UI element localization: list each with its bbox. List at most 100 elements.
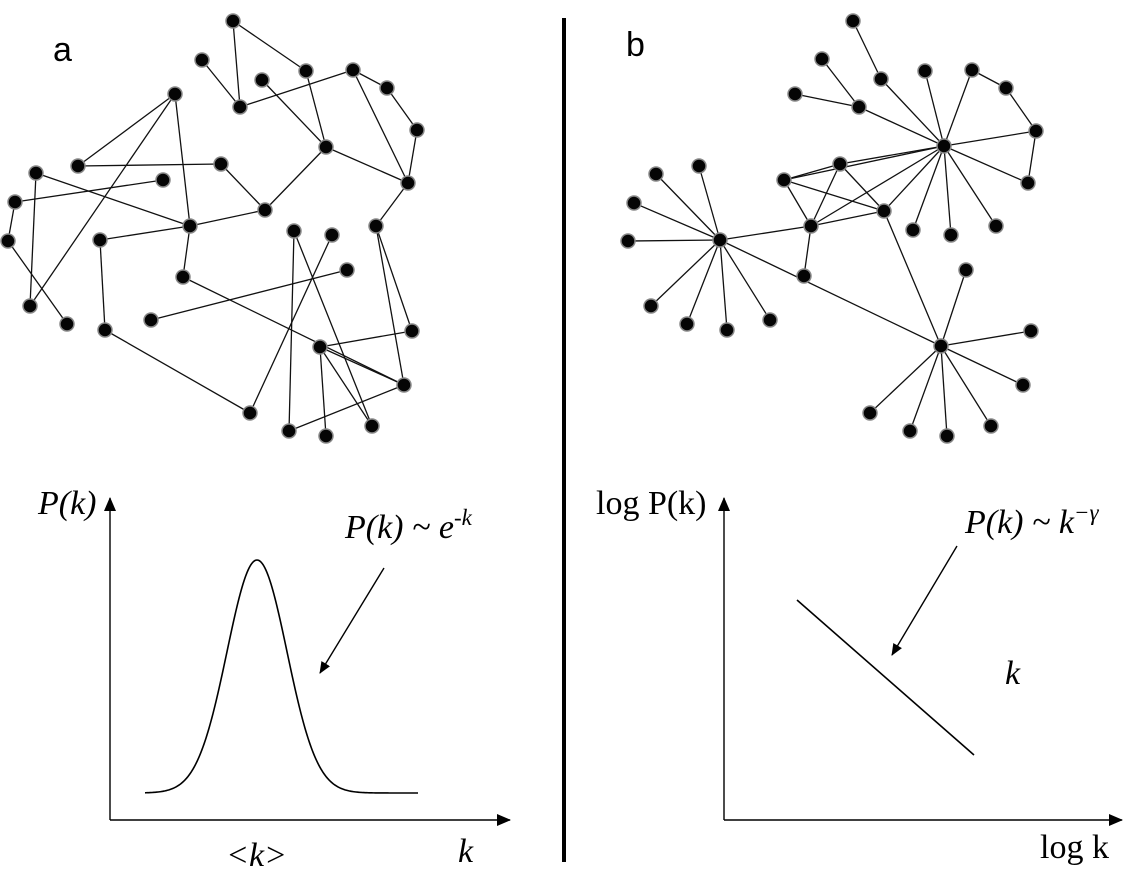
random-edge — [104, 329, 251, 414]
poisson-degree-curve — [144, 559, 418, 794]
scale-free-network — [620, 13, 1044, 444]
scalefree-node — [719, 322, 735, 338]
scalefree-node — [803, 218, 819, 234]
scalefree-edge — [940, 330, 1032, 347]
random-edge — [182, 225, 191, 278]
random-edge — [319, 346, 405, 386]
scalefree-node — [933, 338, 949, 354]
random-node — [257, 202, 273, 218]
random-node — [194, 52, 210, 68]
random-node — [0, 233, 16, 249]
scalefree-node — [679, 316, 695, 332]
scalefree-edge — [719, 239, 942, 347]
random-node — [286, 223, 302, 239]
scalefree-edge — [783, 179, 885, 212]
random-node — [7, 194, 23, 210]
scalefree-edge — [627, 239, 721, 242]
scalefree-node — [958, 262, 974, 278]
random-edge — [319, 346, 327, 437]
scalefree-node — [776, 172, 792, 188]
scalefree-node — [814, 51, 830, 67]
scalefree-node — [983, 418, 999, 434]
random-edge — [189, 209, 266, 227]
scalefree-edge — [924, 70, 945, 147]
panel-b-y-label-text: log P(k) — [596, 485, 707, 522]
random-node — [242, 405, 258, 421]
random-edge — [201, 59, 241, 108]
scalefree-node — [1023, 323, 1039, 339]
random-node — [22, 298, 38, 314]
scalefree-node — [643, 298, 659, 314]
scalefree-edge — [794, 93, 860, 108]
scalefree-edge — [880, 78, 945, 147]
random-node — [324, 227, 340, 243]
random-edge — [232, 20, 241, 108]
random-edge — [220, 163, 266, 211]
random-node — [339, 262, 355, 278]
random-edge — [99, 239, 106, 331]
scalefree-node — [691, 158, 707, 174]
random-edge — [375, 225, 413, 332]
scalefree-edge — [783, 163, 841, 181]
scalefree-node — [712, 232, 728, 248]
scalefree-node — [787, 86, 803, 102]
panel-b-y-label: log P(k) — [596, 485, 707, 522]
scalefree-edge — [1005, 87, 1037, 132]
random-edge — [261, 79, 327, 148]
scalefree-edge — [650, 239, 721, 307]
random-node — [182, 218, 198, 234]
random-node — [364, 418, 380, 434]
random-edge — [182, 276, 405, 386]
random-edge — [29, 172, 37, 307]
random-node — [318, 139, 334, 155]
random-edge — [77, 93, 176, 167]
panel-b-plot: log P(k) log k k P(k) ~ k−γ — [596, 485, 1123, 866]
panel-b-formula-exponent: −γ — [1074, 500, 1100, 525]
random-edge — [288, 230, 295, 432]
random-edge — [249, 234, 333, 414]
random-edge — [264, 146, 327, 211]
scalefree-edge — [783, 179, 812, 227]
random-node — [254, 72, 270, 88]
panel-b-x-label: log k — [1040, 829, 1109, 866]
panel-a-formula-exponent: -k — [454, 505, 473, 530]
random-edge — [407, 129, 418, 184]
random-node — [28, 165, 44, 181]
panel-a-formula-main: P(k) ~ e — [344, 509, 454, 546]
random-node — [70, 158, 86, 174]
random-node — [298, 63, 314, 79]
scalefree-node — [648, 166, 664, 182]
scalefree-edge — [943, 145, 997, 227]
random-node — [213, 156, 229, 172]
panel-b-formula: P(k) ~ k−γ — [964, 500, 1100, 541]
panel-a-mean-label: <k> — [226, 837, 287, 874]
random-node — [400, 175, 416, 191]
scalefree-edge — [655, 173, 721, 241]
scalefree-node — [905, 222, 921, 238]
scalefree-edge — [883, 210, 942, 347]
scalefree-node — [626, 195, 642, 211]
random-node — [167, 86, 183, 102]
panel-b-formula-arrow — [891, 545, 958, 656]
scalefree-edge — [1027, 130, 1037, 184]
scalefree-edge — [686, 239, 721, 325]
scalefree-edge — [940, 345, 992, 427]
scalefree-node — [796, 268, 812, 284]
scalefree-edge — [810, 210, 885, 227]
random-edge — [174, 93, 191, 227]
random-node — [281, 423, 297, 439]
scalefree-edge — [858, 106, 945, 147]
scalefree-edge — [940, 345, 948, 437]
scalefree-node — [845, 13, 861, 29]
panel-a-formula: P(k) ~ e-k — [344, 505, 473, 546]
scalefree-node — [862, 405, 878, 421]
random-node — [404, 323, 420, 339]
random-edge — [239, 69, 354, 108]
random-edge — [14, 179, 164, 203]
scalefree-edge — [943, 145, 952, 236]
scalefree-edge — [943, 69, 973, 147]
random-edge — [305, 70, 327, 148]
random-network — [0, 13, 425, 444]
random-node — [396, 377, 412, 393]
